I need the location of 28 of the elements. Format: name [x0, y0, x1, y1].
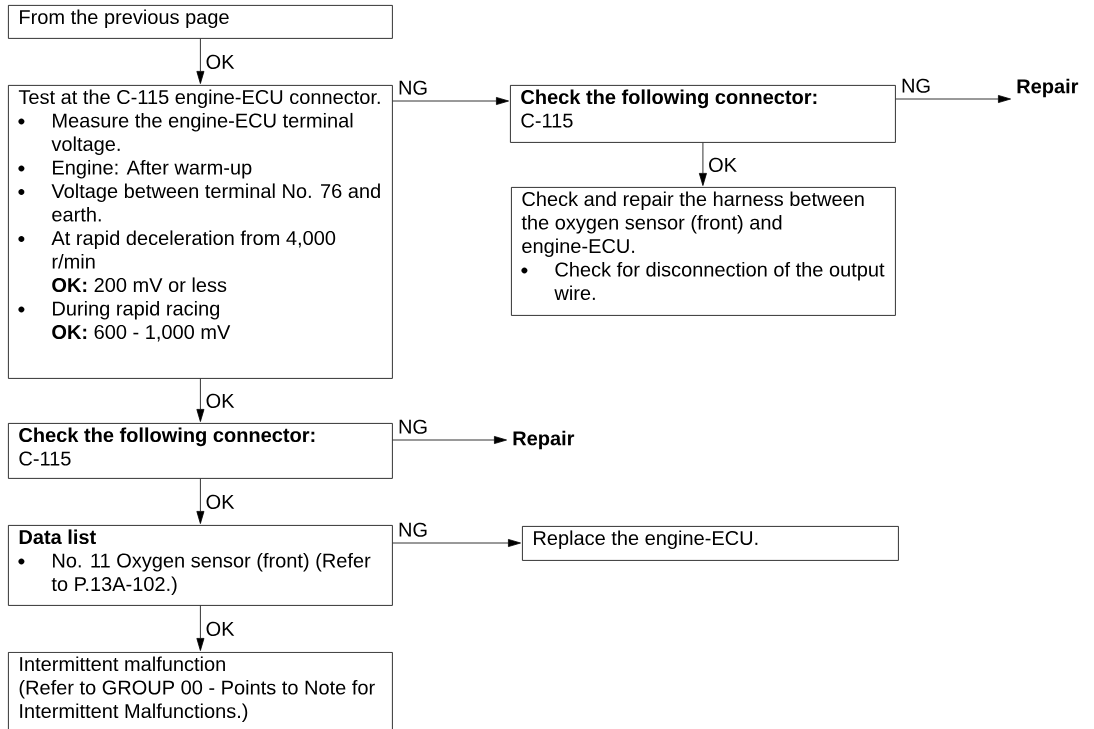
process-box: From the previous page [8, 5, 393, 39]
edge-label: OK [204, 493, 236, 510]
process-box: Check the following connector: C-115 [8, 423, 393, 479]
process-box: Check and repair the harness between the oxygen sensor (front) and engine-ECU. Check for disconnection of the output wire. [511, 187, 896, 316]
edge-label: OK [204, 392, 236, 409]
edge-label: NG [397, 418, 429, 435]
edge-label: NG [397, 79, 429, 96]
process-box: Test at the C-115 engine-ECU connector. Measure the engine-ECU terminal voltage. Engine: After warm-up Voltage between terminal No. 76 and earth. At rapid deceleration from 4,000 r/min OK: 200 mV or less During rapid racing OK: 600 - 1,000 mV [8, 85, 393, 379]
arrow [196, 38, 205, 84]
arrow [392, 436, 507, 444]
arrow [196, 605, 205, 651]
arrow [196, 378, 205, 422]
edge-label: OK [707, 156, 738, 173]
process-box: Check the following connector: C-115 [510, 85, 896, 143]
result-text: Repair [1017, 78, 1079, 98]
arrow [196, 478, 205, 524]
process-box: Intermittent malfunction (Refer to GROUP 00 - Points to Note for Intermittent Malfunctions.) [8, 652, 393, 729]
process-box: Data list No. 11 Oxygen sensor (front) (Refer to P.13A-102.) [8, 525, 393, 606]
arrow [895, 95, 1011, 103]
edge-label: OK [204, 620, 236, 637]
edge-label: NG [397, 521, 429, 538]
arrow [392, 97, 509, 105]
arrow [392, 539, 521, 547]
process-box: Replace the engine-ECU. [522, 526, 899, 561]
result-text: Repair [513, 430, 575, 450]
arrow [698, 142, 707, 186]
edge-label: OK [204, 53, 236, 70]
edge-label: NG [900, 77, 932, 94]
